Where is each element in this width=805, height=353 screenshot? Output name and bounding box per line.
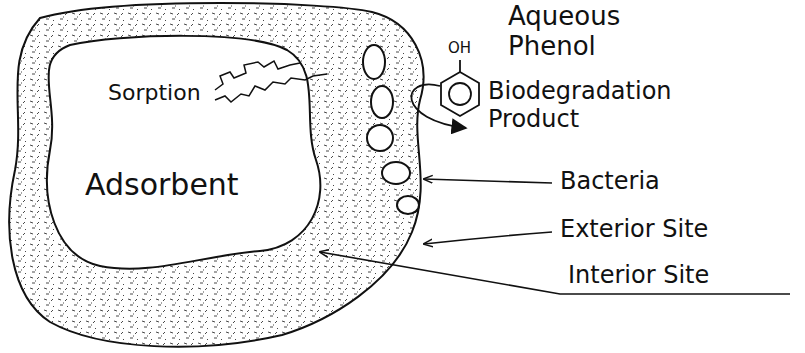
particle-outline — [9, 3, 423, 347]
material-label: Adsorbent — [85, 168, 239, 203]
sorption-path — [215, 74, 327, 102]
reactant-label: Aqueous Phenol — [508, 2, 678, 62]
hydroxyl-label: OH — [448, 40, 488, 57]
product-label: Biodegradation Product — [488, 78, 698, 133]
sorption-path — [215, 61, 300, 90]
bacteria-cells — [363, 45, 419, 214]
site-label: Exterior Site — [560, 216, 760, 244]
bacteria-leader — [424, 179, 552, 183]
biodegradation-arrow — [411, 85, 466, 128]
process-label: Sorption — [108, 80, 201, 105]
site-label: Interior Site — [568, 262, 768, 290]
phenol-ring — [441, 60, 479, 116]
organism-label: Bacteria — [560, 168, 760, 196]
interior-leader — [320, 252, 790, 294]
adsorbent-core — [47, 36, 320, 269]
adsorbent-region: SorptionAdsorbent — [40, 30, 330, 270]
exterior-leader — [424, 232, 552, 244]
